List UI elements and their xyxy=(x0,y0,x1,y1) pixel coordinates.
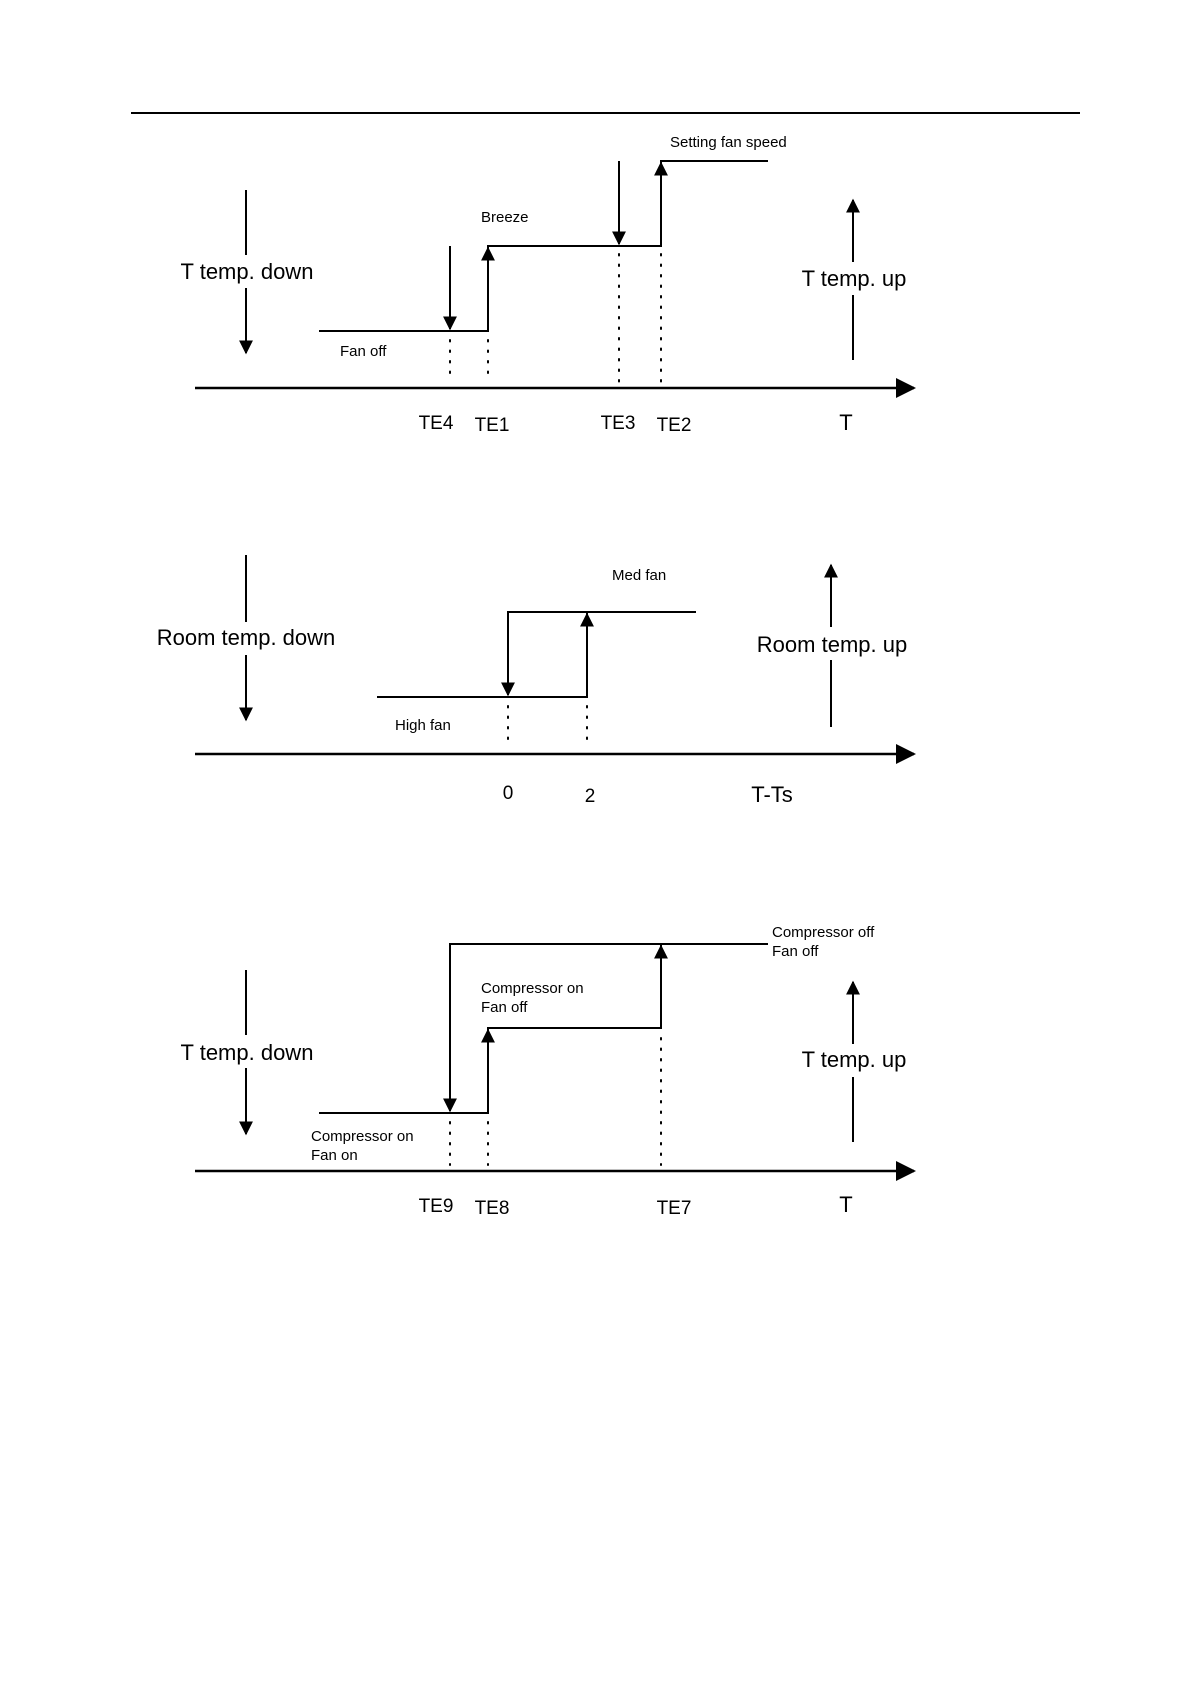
d2-down-path-0 xyxy=(508,612,587,695)
d3-state-low-line1: Compressor on xyxy=(311,1128,414,1145)
d1-state-fan-off: Fan off xyxy=(340,343,387,360)
diagram-3: T temp. down T temp. up Compressor on Fa… xyxy=(181,924,914,1219)
d1-state-breeze: Breeze xyxy=(481,209,529,226)
d1-tick-te3: TE3 xyxy=(601,413,636,434)
d3-tick-te8: TE8 xyxy=(475,1198,510,1219)
d2-state-med-fan: Med fan xyxy=(612,567,666,584)
d3-state-high-line1: Compressor off xyxy=(772,924,875,941)
d2-state-high-fan: High fan xyxy=(395,717,451,734)
d1-hysteresis-curve xyxy=(319,161,768,331)
d3-state-mid-line1: Compressor on xyxy=(481,980,584,997)
d1-tick-te4: TE4 xyxy=(419,413,454,434)
d3-state-mid-line2: Fan off xyxy=(481,999,528,1016)
d3-axis-label: T xyxy=(839,1192,852,1217)
d2-tick-2: 2 xyxy=(585,786,596,807)
d1-tick-te1: TE1 xyxy=(475,415,510,436)
diagram-1: T temp. down T temp. up Fan off Breeze S… xyxy=(181,134,914,436)
d3-right-direction-label: T temp. up xyxy=(802,1047,907,1072)
d3-tick-te9: TE9 xyxy=(419,1196,454,1217)
d1-tick-te2: TE2 xyxy=(657,415,692,436)
d2-tick-0: 0 xyxy=(503,783,514,804)
d1-axis-label: T xyxy=(839,410,852,435)
d3-tick-te7: TE7 xyxy=(657,1198,692,1219)
diagram-2: Room temp. down Room temp. up High fan M… xyxy=(157,555,914,807)
d2-hysteresis-curve xyxy=(377,612,696,697)
d1-state-setting-fan-speed: Setting fan speed xyxy=(670,134,787,151)
d2-axis-label: T-Ts xyxy=(751,782,793,807)
d3-hysteresis-curve xyxy=(319,944,768,1113)
d3-state-high-line2: Fan off xyxy=(772,943,819,960)
d2-right-direction-label: Room temp. up xyxy=(757,632,907,657)
d1-right-direction-label: T temp. up xyxy=(802,266,907,291)
d1-left-direction-label: T temp. down xyxy=(181,259,314,284)
d2-left-direction-label: Room temp. down xyxy=(157,625,336,650)
d3-left-direction-label: T temp. down xyxy=(181,1040,314,1065)
d3-state-low-line2: Fan on xyxy=(311,1147,358,1164)
